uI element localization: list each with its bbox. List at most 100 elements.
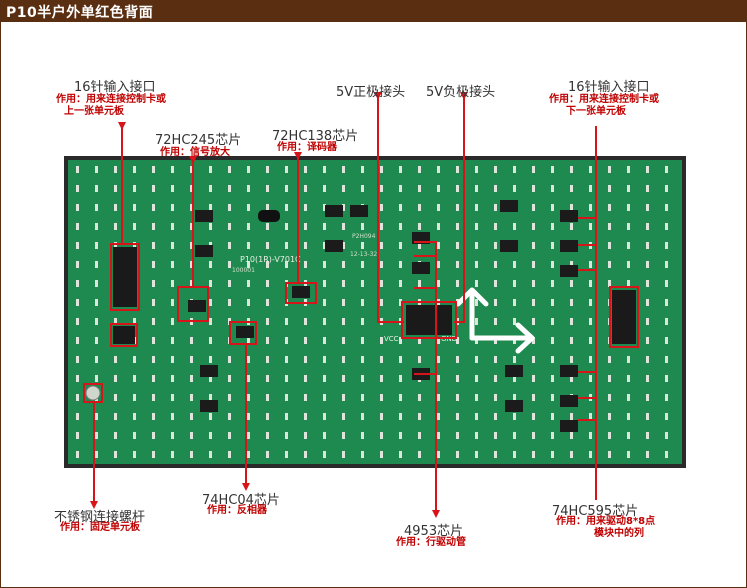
pcb-pad — [608, 375, 611, 382]
pcb-pad — [114, 394, 117, 401]
pcb-pad — [418, 242, 421, 249]
pcb-pad — [646, 413, 649, 420]
pcb-pad — [475, 223, 478, 230]
pcb-pad — [190, 413, 193, 420]
pcb-pad — [304, 413, 307, 420]
pcb-pad — [627, 223, 630, 230]
pcb-pad — [114, 223, 117, 230]
highlight-power-terminal — [401, 301, 457, 339]
pcb-pad — [380, 375, 383, 382]
ic-chip — [325, 240, 343, 252]
pcb-pad — [361, 337, 364, 344]
pcb-pad — [361, 242, 364, 249]
pcb-pad — [513, 432, 516, 439]
pcb-pad — [323, 375, 326, 382]
pcb-pad — [209, 261, 212, 268]
pcb-pad — [361, 375, 364, 382]
pcb-pad — [475, 375, 478, 382]
pcb-pad — [665, 185, 668, 192]
pcb-pad — [456, 451, 459, 458]
pcb-pad — [323, 204, 326, 211]
pcb-pad — [589, 451, 592, 458]
label-chip595-desc1: 作用：用来驱动8*8点 — [556, 516, 656, 527]
pcb-pad — [418, 394, 421, 401]
pcb-pad — [247, 204, 250, 211]
pcb-pad — [266, 242, 269, 249]
pcb-pad — [589, 413, 592, 420]
pcb-pad — [380, 223, 383, 230]
pcb-pad — [437, 223, 440, 230]
pcb-pad — [152, 432, 155, 439]
ic-chip — [195, 210, 213, 222]
pcb-pad — [304, 337, 307, 344]
pcb-pad — [342, 299, 345, 306]
pcb-pad — [76, 375, 79, 382]
ic-chip — [560, 420, 578, 432]
pcb-pad — [228, 242, 231, 249]
pcb-pad — [266, 204, 269, 211]
pcb-pad — [380, 394, 383, 401]
pcb-pad — [399, 261, 402, 268]
pcb-pad — [627, 432, 630, 439]
ic-chip — [560, 210, 578, 222]
pcb-pad — [76, 413, 79, 420]
pcb-pad — [266, 185, 269, 192]
pcb-pad — [513, 394, 516, 401]
label-input-left: 16针输入接口 — [74, 80, 156, 95]
pcb-pad — [190, 166, 193, 173]
direction-arrows — [455, 287, 535, 354]
pcb-pad — [247, 413, 250, 420]
pcb-pad — [304, 261, 307, 268]
pcb-pad — [380, 299, 383, 306]
pcb-pad — [95, 280, 98, 287]
pcb-pad — [475, 394, 478, 401]
pcb-pad — [266, 375, 269, 382]
pcb-pad — [304, 204, 307, 211]
pcb-pad — [171, 394, 174, 401]
pcb-pad — [380, 451, 383, 458]
pcb-pad — [114, 413, 117, 420]
pcb-pad — [475, 185, 478, 192]
pcb-pad — [209, 299, 212, 306]
pcb-pad — [247, 432, 250, 439]
pcb-pad — [494, 242, 497, 249]
pcb-pad — [456, 223, 459, 230]
pcb-pad — [152, 394, 155, 401]
board-code1-text: P2H094 — [352, 233, 376, 240]
pcb-pad — [133, 166, 136, 173]
pcb-board — [64, 156, 686, 468]
pcb-pad — [95, 166, 98, 173]
pcb-pad — [608, 261, 611, 268]
label-chip595: 74HC595芯片 — [552, 504, 639, 519]
pcb-pad — [190, 432, 193, 439]
pcb-pad — [456, 337, 459, 344]
pcb-pad — [532, 242, 535, 249]
pcb-pad — [646, 375, 649, 382]
pcb-pad — [494, 413, 497, 420]
pcb-pad — [95, 299, 98, 306]
pcb-pad — [513, 185, 516, 192]
label-chip245: 72HC245芯片 — [155, 133, 242, 148]
pcb-pad — [475, 413, 478, 420]
pcb-pad — [399, 413, 402, 420]
pcb-pad — [608, 185, 611, 192]
pcb-pad — [665, 318, 668, 325]
pcb-pad — [361, 413, 364, 420]
pcb-pad — [133, 204, 136, 211]
label-chip595-desc2: 模块中的列 — [594, 528, 644, 539]
pcb-pad — [380, 356, 383, 363]
board-code2-text: 12-13-32 — [350, 251, 377, 258]
pcb-pad — [646, 318, 649, 325]
pcb-pad — [266, 166, 269, 173]
pcb-pad — [342, 394, 345, 401]
pcb-pad — [76, 223, 79, 230]
pcb-pad — [133, 242, 136, 249]
pcb-pad — [665, 394, 668, 401]
pcb-pad — [456, 413, 459, 420]
pcb-pad — [247, 451, 250, 458]
pcb-pad — [570, 356, 573, 363]
pcb-pad — [76, 318, 79, 325]
pcb-pad — [665, 337, 668, 344]
pcb-pad — [209, 280, 212, 287]
pcb-pad — [266, 451, 269, 458]
